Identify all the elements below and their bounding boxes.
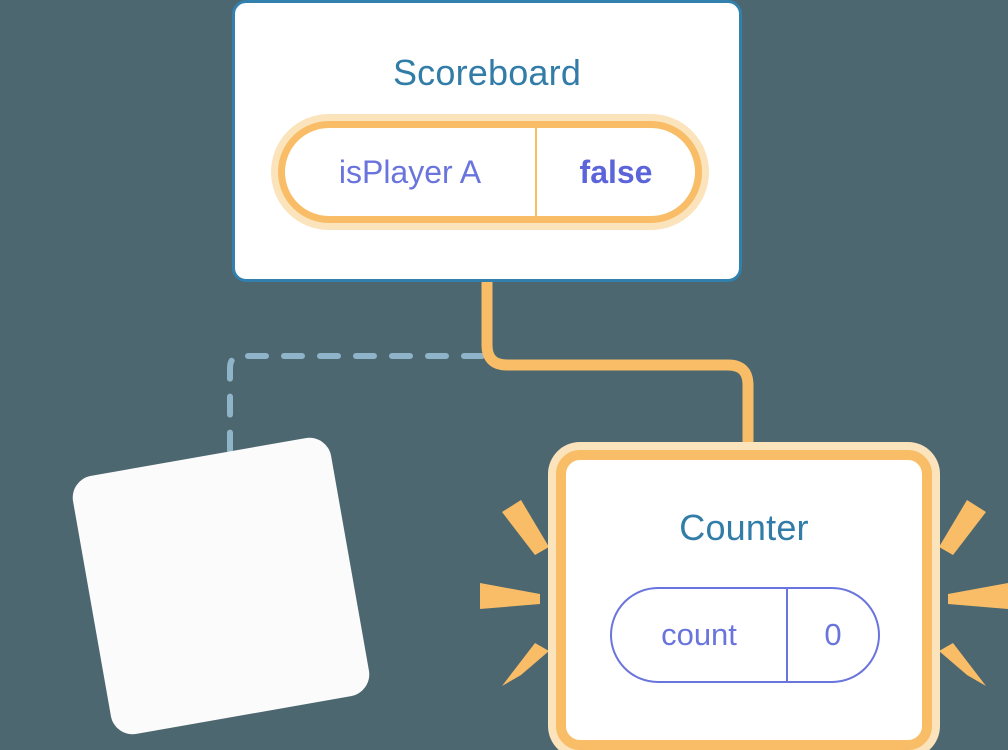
connector-solid-scoreboard-to-counter [481, 276, 754, 476]
scoreboard-card[interactable]: Scoreboard isPlayer A false [232, 0, 742, 282]
scoreboard-state-pill[interactable]: isPlayer A false [278, 121, 702, 223]
scoreboard-state-value: false [579, 153, 653, 190]
counter-burst-right-icon [939, 500, 1008, 686]
counter-state-value: 0 [824, 617, 842, 652]
connector-dashed-scoreboard-to-rotated-card [227, 353, 485, 485]
counter-card-title: Counter [679, 507, 809, 548]
counter-state-pill[interactable]: count 0 [610, 587, 880, 683]
rotated-blank-card[interactable] [69, 434, 373, 738]
scoreboard-card-title: Scoreboard [392, 52, 582, 93]
counter-burst-left-icon [480, 500, 549, 686]
counter-state-key: count [612, 589, 788, 681]
scoreboard-state-key: isPlayer A [285, 128, 537, 216]
